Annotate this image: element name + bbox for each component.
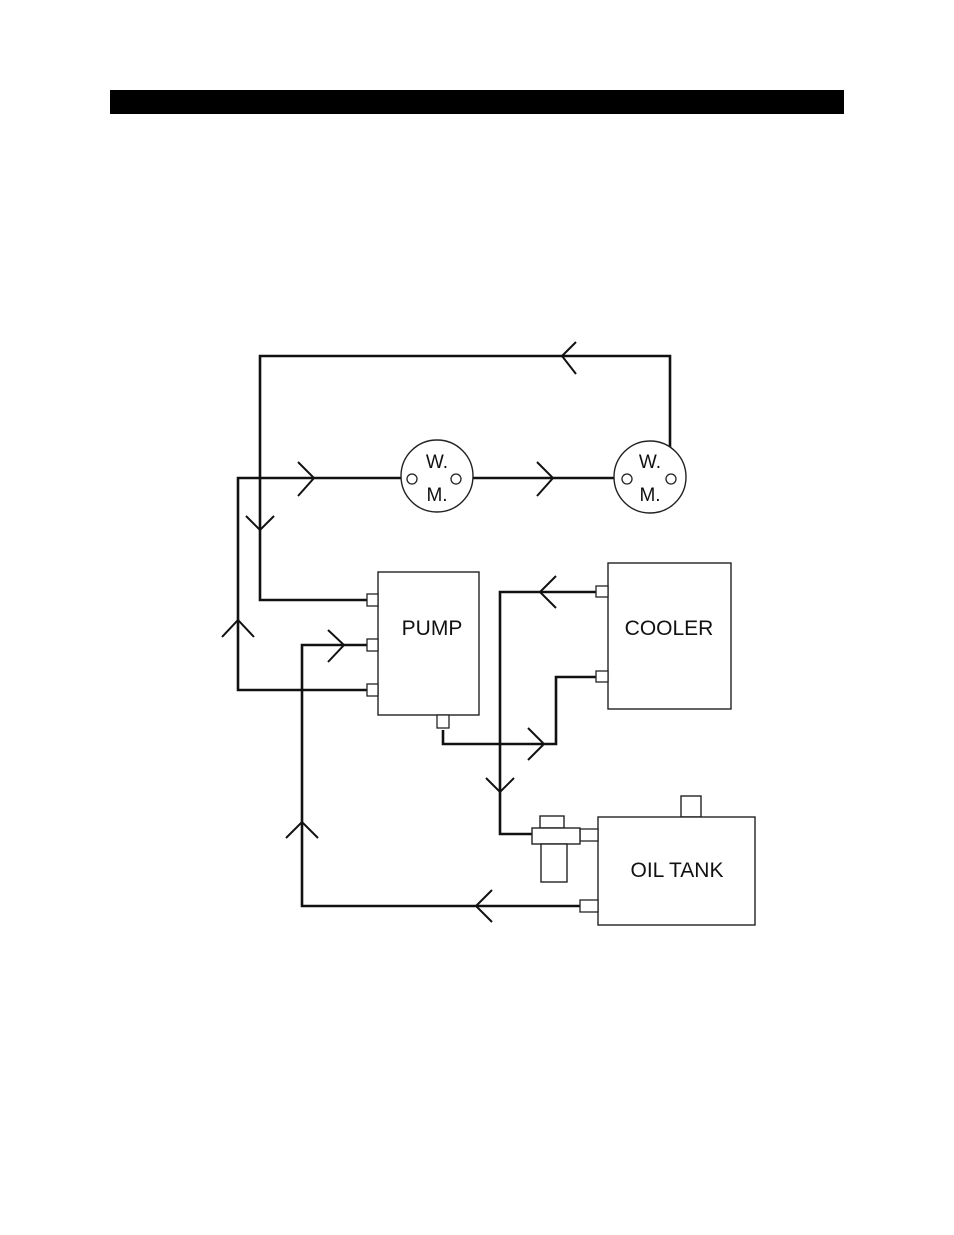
meter-left-terminal-in	[407, 474, 417, 484]
cooler: COOLER	[596, 563, 731, 709]
pipe-cooler-to-tank	[500, 592, 596, 834]
meter-right: W. M.	[614, 441, 686, 513]
meter-right-terminal-out	[666, 474, 676, 484]
filter-element	[541, 844, 567, 882]
oil-tank-port-upper	[580, 829, 598, 841]
meter-left-label-line2: M.	[426, 485, 447, 506]
cooler-label: COOLER	[625, 617, 714, 640]
flow-arrow-top-left	[562, 342, 576, 374]
oil-tank-label: OIL TANK	[631, 859, 724, 882]
pump-port-bottom	[367, 684, 378, 696]
meter-right-terminal-in	[622, 474, 632, 484]
meter-right-label-line1: W.	[639, 452, 661, 473]
pump: PUMP	[367, 572, 479, 728]
meter-left: W. M.	[401, 440, 473, 512]
meter-left-terminal-out	[451, 474, 461, 484]
oil-tank-port-lower	[580, 900, 598, 912]
cooler-port-upper	[596, 586, 608, 597]
cooler-port-lower	[596, 671, 608, 682]
oil-tank: OIL TANK	[580, 796, 755, 925]
meter-left-label-line1: W.	[426, 452, 448, 473]
filter-head	[532, 828, 580, 844]
filter-cap	[540, 816, 564, 828]
pump-port-outlet	[437, 715, 449, 728]
meter-right-label-line2: M.	[639, 485, 660, 506]
filter	[532, 816, 580, 882]
pump-port-top	[367, 594, 378, 606]
pump-body	[378, 572, 479, 715]
pump-label: PUMP	[402, 617, 463, 640]
pump-port-middle	[367, 639, 378, 651]
oil-tank-filler-cap	[681, 796, 701, 817]
